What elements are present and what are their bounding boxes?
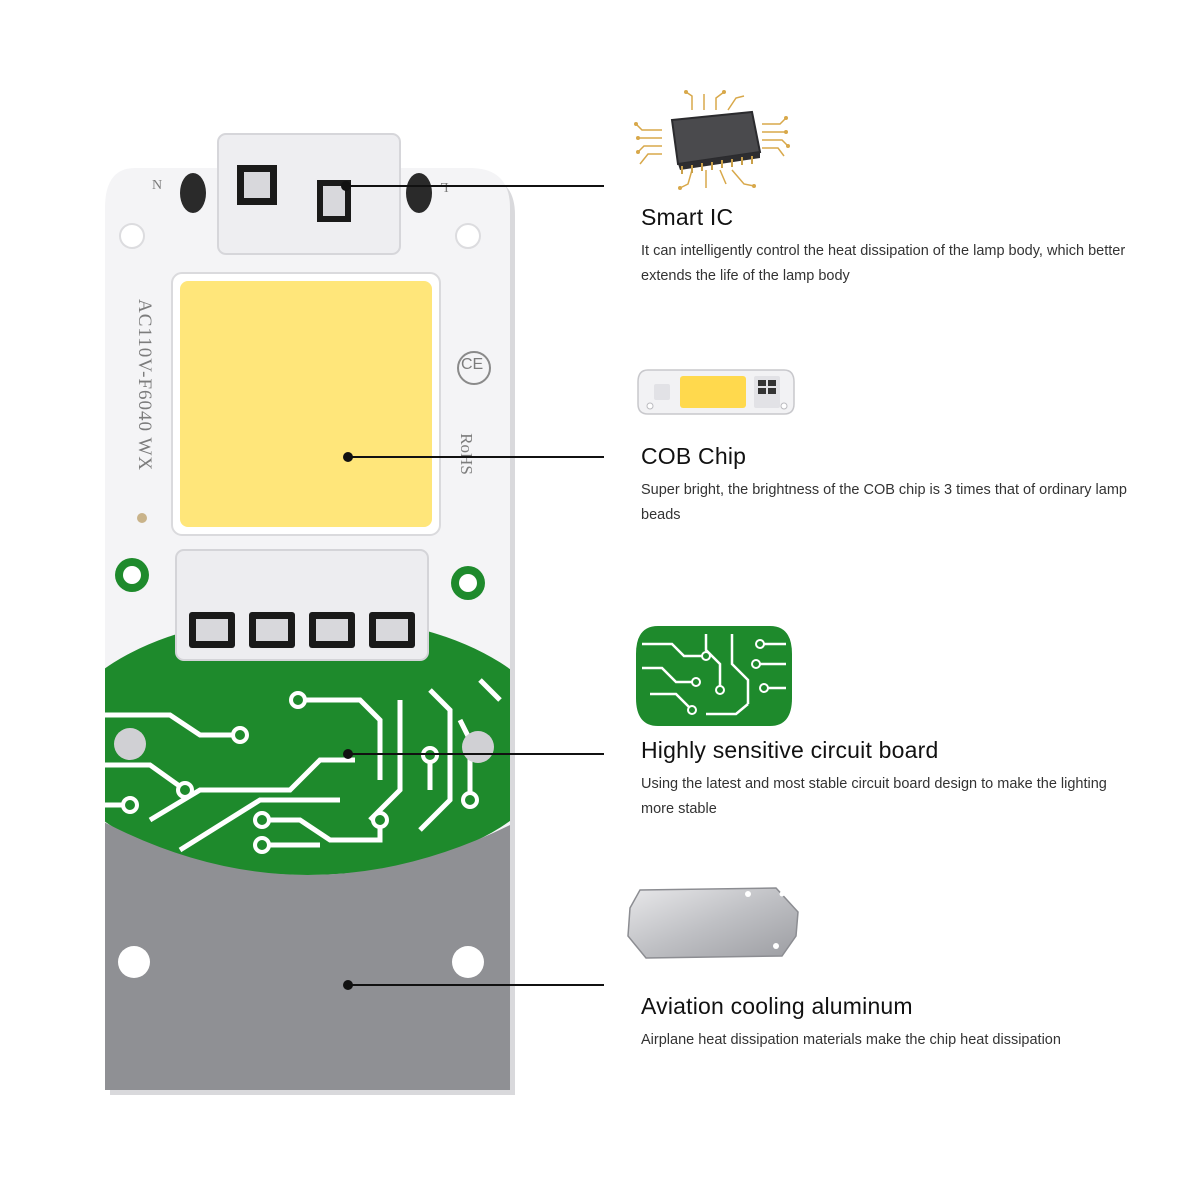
circuit-board-icon xyxy=(636,626,792,726)
feature-description: It can intelligently control the heat di… xyxy=(641,243,1126,284)
feature-description: Airplane heat dissipation materials make… xyxy=(641,1032,1061,1048)
leader-line-circuit-board xyxy=(348,753,604,755)
feature-title: COB Chip xyxy=(641,443,747,469)
top-connector xyxy=(217,133,401,255)
terminal-n-label: N xyxy=(152,178,163,193)
feature-title: Highly sensitive circuit board xyxy=(641,737,939,763)
feature-circuit-board: Highly sensitive circuit board Using the… xyxy=(641,737,1161,822)
aluminum-plate-icon xyxy=(627,887,799,959)
pcb-vias xyxy=(121,691,479,854)
aluminum-base xyxy=(105,820,510,1090)
terminal-n-hole xyxy=(180,173,206,213)
driver-pads xyxy=(189,612,415,648)
model-marking: AC110V-F6040 WX xyxy=(134,299,155,472)
cob-led-emitter xyxy=(180,281,432,527)
leader-line-smart-ic xyxy=(346,185,604,187)
ce-mark: CE xyxy=(461,356,484,373)
green-pcb xyxy=(105,615,510,875)
driver-block xyxy=(175,549,429,661)
cob-module-icon xyxy=(637,369,795,415)
terminal-l-hole xyxy=(406,173,432,213)
feature-cob-chip: COB Chip Super bright, the brightness of… xyxy=(641,443,1161,528)
leader-line-aluminum xyxy=(348,984,604,986)
leader-line-cob-chip xyxy=(348,456,604,458)
feature-title: Smart IC xyxy=(641,204,734,230)
mounting-holes xyxy=(114,223,494,978)
rohs-mark: RoHS xyxy=(456,433,476,475)
feature-description: Using the latest and most stable circuit… xyxy=(641,776,1107,817)
feature-smart-ic: Smart IC It can intelligently control th… xyxy=(641,204,1161,289)
marking-dot xyxy=(137,513,147,523)
chip-icon xyxy=(634,90,790,190)
ce-mark-shape xyxy=(457,351,491,385)
feature-description: Super bright, the brightness of the COB … xyxy=(641,482,1127,523)
cob-led-board xyxy=(105,133,515,1095)
feature-title: Aviation cooling aluminum xyxy=(641,993,913,1019)
feature-aviation-aluminum: Aviation cooling aluminum Airplane heat … xyxy=(641,993,1161,1053)
